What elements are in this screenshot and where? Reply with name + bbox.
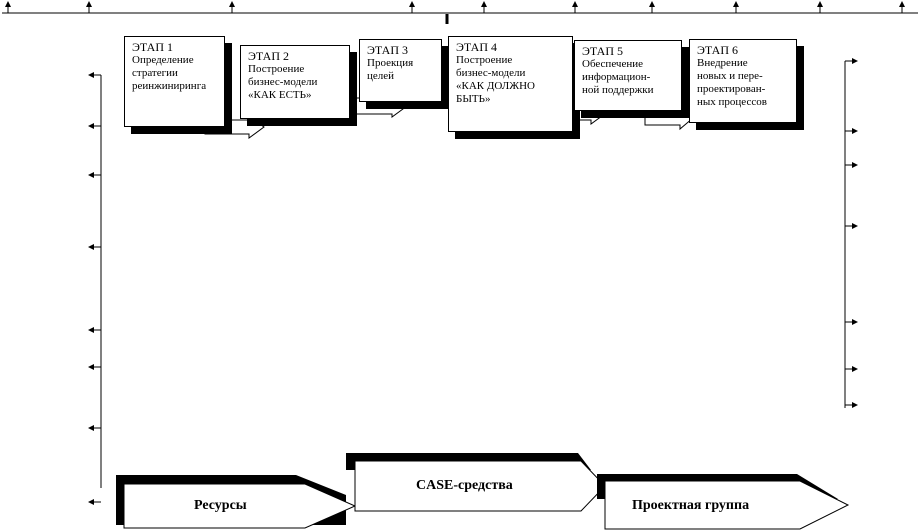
stage-4-title: ЭТАП 4 [456,40,497,54]
stage-3-text: Проекция целей [367,57,414,82]
stage-6-box: ЭТАП 6 Внедрение новых и пере- проектиро… [689,39,797,123]
stage-4-box: ЭТАП 4 Построение бизнес-модели «КАК ДОЛ… [448,36,573,132]
case-tools-label: CASE-средства [416,478,513,493]
left-axis-arrow [88,425,101,431]
top-timeline [2,12,918,24]
timeline-up-arrow [817,1,823,13]
timeline-up-arrow [733,1,739,13]
stage-4-text: Построение бизнес-модели «КАК ДОЛЖНО БЫТ… [456,54,535,105]
stage-3-title: ЭТАП 3 [367,43,408,57]
timeline-up-arrow [649,1,655,13]
left-axis-arrow [88,123,101,129]
timeline-up-arrow [409,1,415,13]
stage-5-box: ЭТАП 5 Обеспечение информацион- ной подд… [574,40,682,111]
stage-5-text: Обеспечение информацион- ной поддержки [582,58,654,96]
left-axis-arrow [88,72,101,78]
stage-2-box: ЭТАП 2 Построение бизнес-модели «КАК ЕСТ… [240,45,350,119]
bottom-bands [116,453,850,530]
timeline-up-arrow [86,1,92,13]
timeline-up-arrow [899,1,905,13]
right-axis-arrow [845,128,858,134]
project-team-label: Проектная группа [632,498,750,513]
timeline-up-arrow [5,1,11,13]
right-axis-arrow [845,402,858,408]
right-axis-arrow [845,58,858,64]
left-axis-arrow [88,499,101,505]
left-axis-arrow [88,244,101,250]
timeline-up-arrow [481,1,487,13]
left-axis-arrow [88,364,101,370]
right-axis-arrow [845,162,858,168]
right-axis-arrow [845,223,858,229]
stage-1-box: ЭТАП 1 Определение стратегии реинжинирин… [124,36,225,127]
left-axis-arrow [88,172,101,178]
stage-1-title: ЭТАП 1 [132,40,173,54]
stage-6-text: Внедрение новых и пере- проектирован- ны… [697,57,767,108]
resources-label: Ресурсы [194,498,247,513]
timeline-up-arrow [572,1,578,13]
stage-2-text: Построение бизнес-модели «КАК ЕСТЬ» [248,63,318,101]
stage-6-title: ЭТАП 6 [697,43,738,57]
right-axis-arrow [845,319,858,325]
right-axis-arrow [845,366,858,372]
case-band [354,460,606,512]
stage-5-title: ЭТАП 5 [582,44,623,58]
right-axis-arrows [845,58,858,408]
stage-1-text: Определение стратегии реинжиниринга [132,54,207,92]
timeline-arrows [5,1,905,13]
timeline-up-arrow [229,1,235,13]
left-axis-arrow [88,327,101,333]
resources-band [123,483,357,529]
project-team-band [604,480,850,530]
left-axis-arrows [88,72,101,505]
stage-3-box: ЭТАП 3 Проекция целей [359,39,442,102]
stage-2-title: ЭТАП 2 [248,49,289,63]
